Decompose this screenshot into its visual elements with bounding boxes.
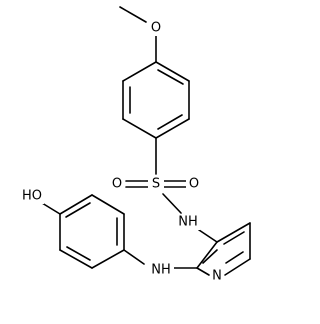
bond-anisole-double-2 [157, 114, 183, 130]
bond-anisole-4 [122, 118, 157, 139]
bond-phenol-oh [41, 202, 61, 215]
bond-phenol-3 [59, 194, 93, 215]
atom-s-sulfonyl-label: S [152, 177, 160, 192]
atom-nh-sulfonamide-label: NH [178, 215, 198, 230]
bond-lines [41, 6, 251, 276]
atom-nh-amine-label: NH [151, 263, 171, 278]
atom-o-sulfonyl-left-label: O [112, 177, 122, 192]
bond-pyridine-4 [196, 267, 210, 276]
bond-nh-pyridine [198, 229, 218, 243]
atom-ho-phenol-label: HO [22, 189, 42, 204]
bond-s-nh [162, 193, 182, 214]
atom-nh-sulfonamide: NH [176, 214, 200, 230]
atom-n-pyridine-label: N [212, 269, 222, 284]
atom-ho-phenol: HO [20, 188, 44, 204]
atom-n-pyridine: N [210, 268, 224, 284]
bond-phenol-2 [91, 194, 125, 215]
bond-anisole-1 [155, 61, 190, 82]
atom-o-sulfonyl-right-label: O [189, 177, 199, 192]
atom-s-sulfonyl: S [148, 176, 164, 192]
bond-pyridine-double-2 [225, 251, 244, 264]
bond-pyridine-double-3 [202, 249, 218, 264]
bond-pyridine-5 [196, 241, 218, 269]
bond-anisole-6 [122, 61, 157, 82]
bond-phenol-6 [91, 249, 125, 269]
atom-o-sulfonyl-right: O [186, 176, 202, 192]
atom-labels: O S O O NH HO NH N [20, 20, 224, 284]
atom-nh-amine: NH [148, 262, 174, 278]
atom-o-methoxy: O [148, 20, 164, 36]
bond-anisole-double-1 [157, 69, 184, 85]
atom-o-sulfonyl-left: O [109, 176, 125, 192]
bond-pyridine-double-1 [223, 231, 245, 245]
bond-anisole-3 [155, 118, 190, 139]
bond-phenol-double-3 [66, 246, 91, 261]
bond-pyridine-1 [216, 222, 251, 243]
bond-nh-phenol [123, 249, 145, 265]
chemical-structure-diagram: O S O O NH HO NH N [20, 6, 251, 284]
bond-pyridine-3 [224, 258, 251, 276]
bond-phenol-5 [59, 249, 93, 269]
bond-methyl-o [119, 6, 147, 23]
atom-o-methoxy-label: O [151, 21, 161, 36]
bond-phenol-double-2 [65, 202, 91, 218]
